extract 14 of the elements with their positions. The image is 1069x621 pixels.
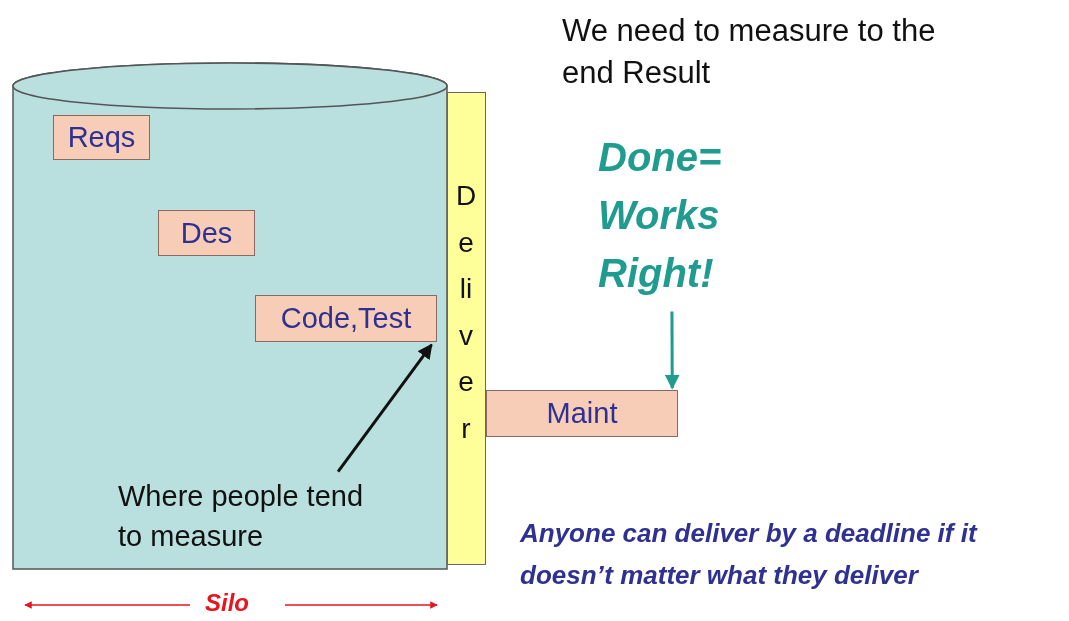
- note-text: Anyone can deliver by a deadline if it doesn’t matter what they deliver: [520, 517, 979, 592]
- process-box: Maint: [486, 390, 678, 437]
- process-box: Reqs: [53, 115, 150, 160]
- arrow: [336, 343, 433, 473]
- arrow: [664, 311, 680, 390]
- dimension-label: Silo: [205, 589, 249, 617]
- deliver-bar: [447, 92, 486, 565]
- vertical-label: Deliver: [456, 179, 476, 446]
- result-text: Done= Works Right!: [598, 128, 768, 308]
- note-text: Where people tend to measure: [118, 476, 380, 562]
- silo-cylinder: [12, 62, 448, 570]
- process-box: Des: [158, 210, 255, 256]
- heading-text: We need to measure to the end Result: [562, 12, 937, 92]
- process-box: Code,Test: [255, 295, 437, 342]
